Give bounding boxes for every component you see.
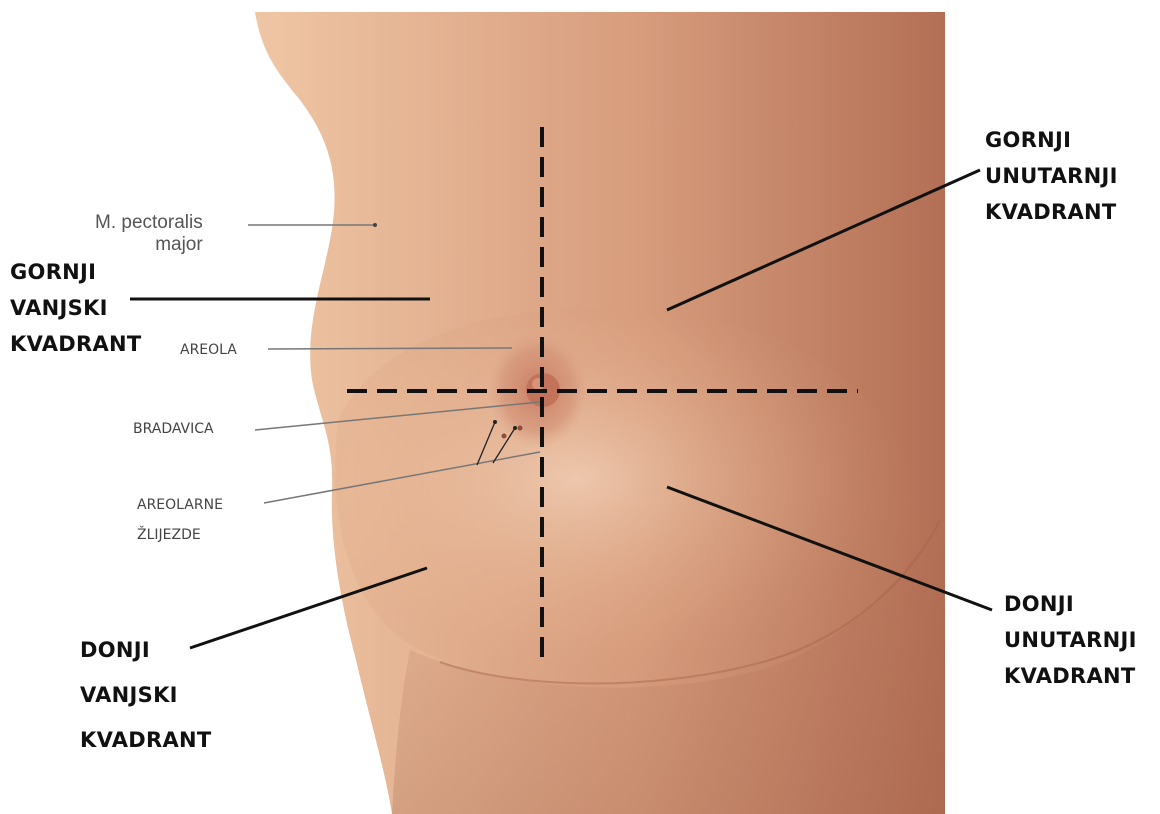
label-donji-vanjski-kvadrant: DONJI VANJSKI KVADRANT	[80, 628, 212, 763]
label-line: DONJI	[1004, 586, 1137, 622]
label-donji-unutarnji-kvadrant: DONJI UNUTARNJI KVADRANT	[1004, 586, 1137, 694]
label-line: UNUTARNJI	[985, 158, 1118, 194]
label-line: UNUTARNJI	[1004, 622, 1137, 658]
leader-muscle-end	[373, 223, 377, 227]
label-line: ŽLIJEZDE	[137, 520, 223, 550]
label-line: GORNJI	[985, 122, 1118, 158]
leader-areola	[268, 348, 512, 349]
label-line: KVADRANT	[10, 326, 142, 362]
label-line: KVADRANT	[1004, 658, 1137, 694]
label-line: KVADRANT	[80, 718, 212, 763]
label-muscle: M. pectoralis major	[95, 212, 203, 256]
label-line: VANJSKI	[80, 673, 212, 718]
label-gornji-vanjski-kvadrant: GORNJI VANJSKI KVADRANT	[10, 254, 142, 362]
breast-shape	[335, 308, 911, 687]
label-line: major	[95, 234, 203, 256]
label-line: KVADRANT	[985, 194, 1118, 230]
label-areolarne-zlijezde: AREOLARNE ŽLIJEZDE	[137, 490, 223, 550]
label-bradavica: BRADAVICA	[133, 417, 214, 441]
label-line: GORNJI	[10, 254, 142, 290]
areolar-gland-dot	[518, 426, 523, 431]
leader-gland-1-end	[493, 420, 497, 424]
label-line: M. pectoralis	[95, 212, 203, 234]
label-line: AREOLARNE	[137, 490, 223, 520]
leader-gland-2-end	[513, 426, 517, 430]
label-areola: AREOLA	[180, 338, 237, 362]
label-gornji-unutarnji-kvadrant: GORNJI UNUTARNJI KVADRANT	[985, 122, 1118, 230]
label-line: VANJSKI	[10, 290, 142, 326]
label-line: DONJI	[80, 628, 212, 673]
areolar-gland-dot	[502, 434, 507, 439]
